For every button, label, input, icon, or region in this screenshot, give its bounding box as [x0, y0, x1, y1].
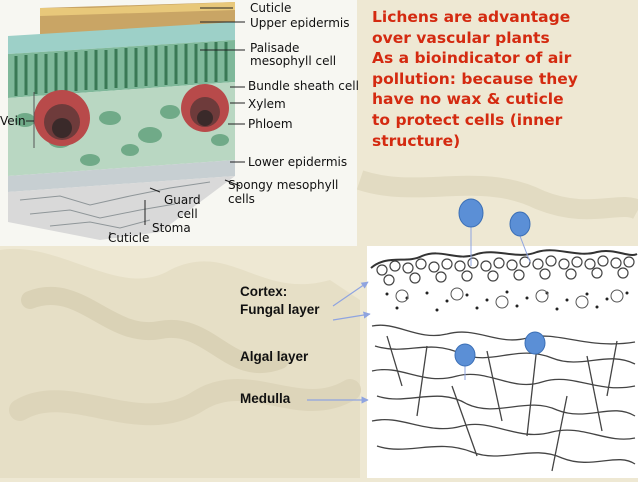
label-xylem: Xylem — [248, 97, 286, 111]
label-medulla: Medulla — [240, 391, 291, 406]
heading-line-3: As a bioindicator of air — [372, 49, 572, 68]
label-guard: Guard — [164, 193, 201, 207]
label-fungal-layer: Fungal layer — [240, 302, 320, 317]
blue-oval-marker-icon — [509, 211, 531, 237]
label-spongy-mesophyll: Spongy mesophyll — [228, 178, 339, 192]
leaf-cross-section-diagram: Cuticle Upper epidermis Palisade mesophy… — [0, 0, 359, 246]
label-spongy-cells: cells — [228, 192, 255, 206]
label-stoma: Stoma — [152, 221, 191, 235]
lichen-cross-section-illustration — [370, 249, 638, 472]
label-mesophyll-cell: mesophyll cell — [250, 54, 337, 68]
heading-line-7: structure) — [372, 131, 461, 150]
label-lower-epidermis: Lower epidermis — [248, 155, 348, 169]
label-bundle-sheath: Bundle sheath cell — [248, 79, 359, 93]
lichen-cross-section-diagram: Cortex: — [240, 246, 638, 478]
heading-line-5: have no wax & cuticle — [372, 90, 564, 109]
label-cuticle-bottom: Cuticle — [108, 231, 150, 245]
blue-oval-marker-icon — [458, 198, 484, 228]
label-cuticle-top: Cuticle — [250, 1, 292, 15]
label-cortex: Cortex: — [240, 284, 288, 299]
label-palisade: Palisade — [250, 41, 300, 55]
blue-oval-marker-icon — [454, 343, 476, 367]
label-algal-layer: Algal layer — [240, 349, 309, 364]
heading-line-6: to protect cells (inner — [372, 110, 563, 129]
blue-oval-marker-icon — [524, 331, 546, 355]
heading-line-1: Lichens are advantage — [372, 8, 571, 26]
arrow-icon — [307, 281, 371, 404]
label-upper-epidermis: Upper epidermis — [250, 16, 350, 30]
heading-line-2: over vascular plants — [372, 28, 550, 47]
label-phloem: Phloem — [248, 117, 293, 131]
leaf-cross-section-illustration — [8, 2, 245, 240]
heading-line-4: pollution: because they — [372, 69, 578, 88]
label-vein: Vein — [0, 114, 26, 128]
label-guard-cell: cell — [177, 207, 198, 221]
slide-heading: Lichens are advantage over vascular plan… — [372, 7, 634, 151]
